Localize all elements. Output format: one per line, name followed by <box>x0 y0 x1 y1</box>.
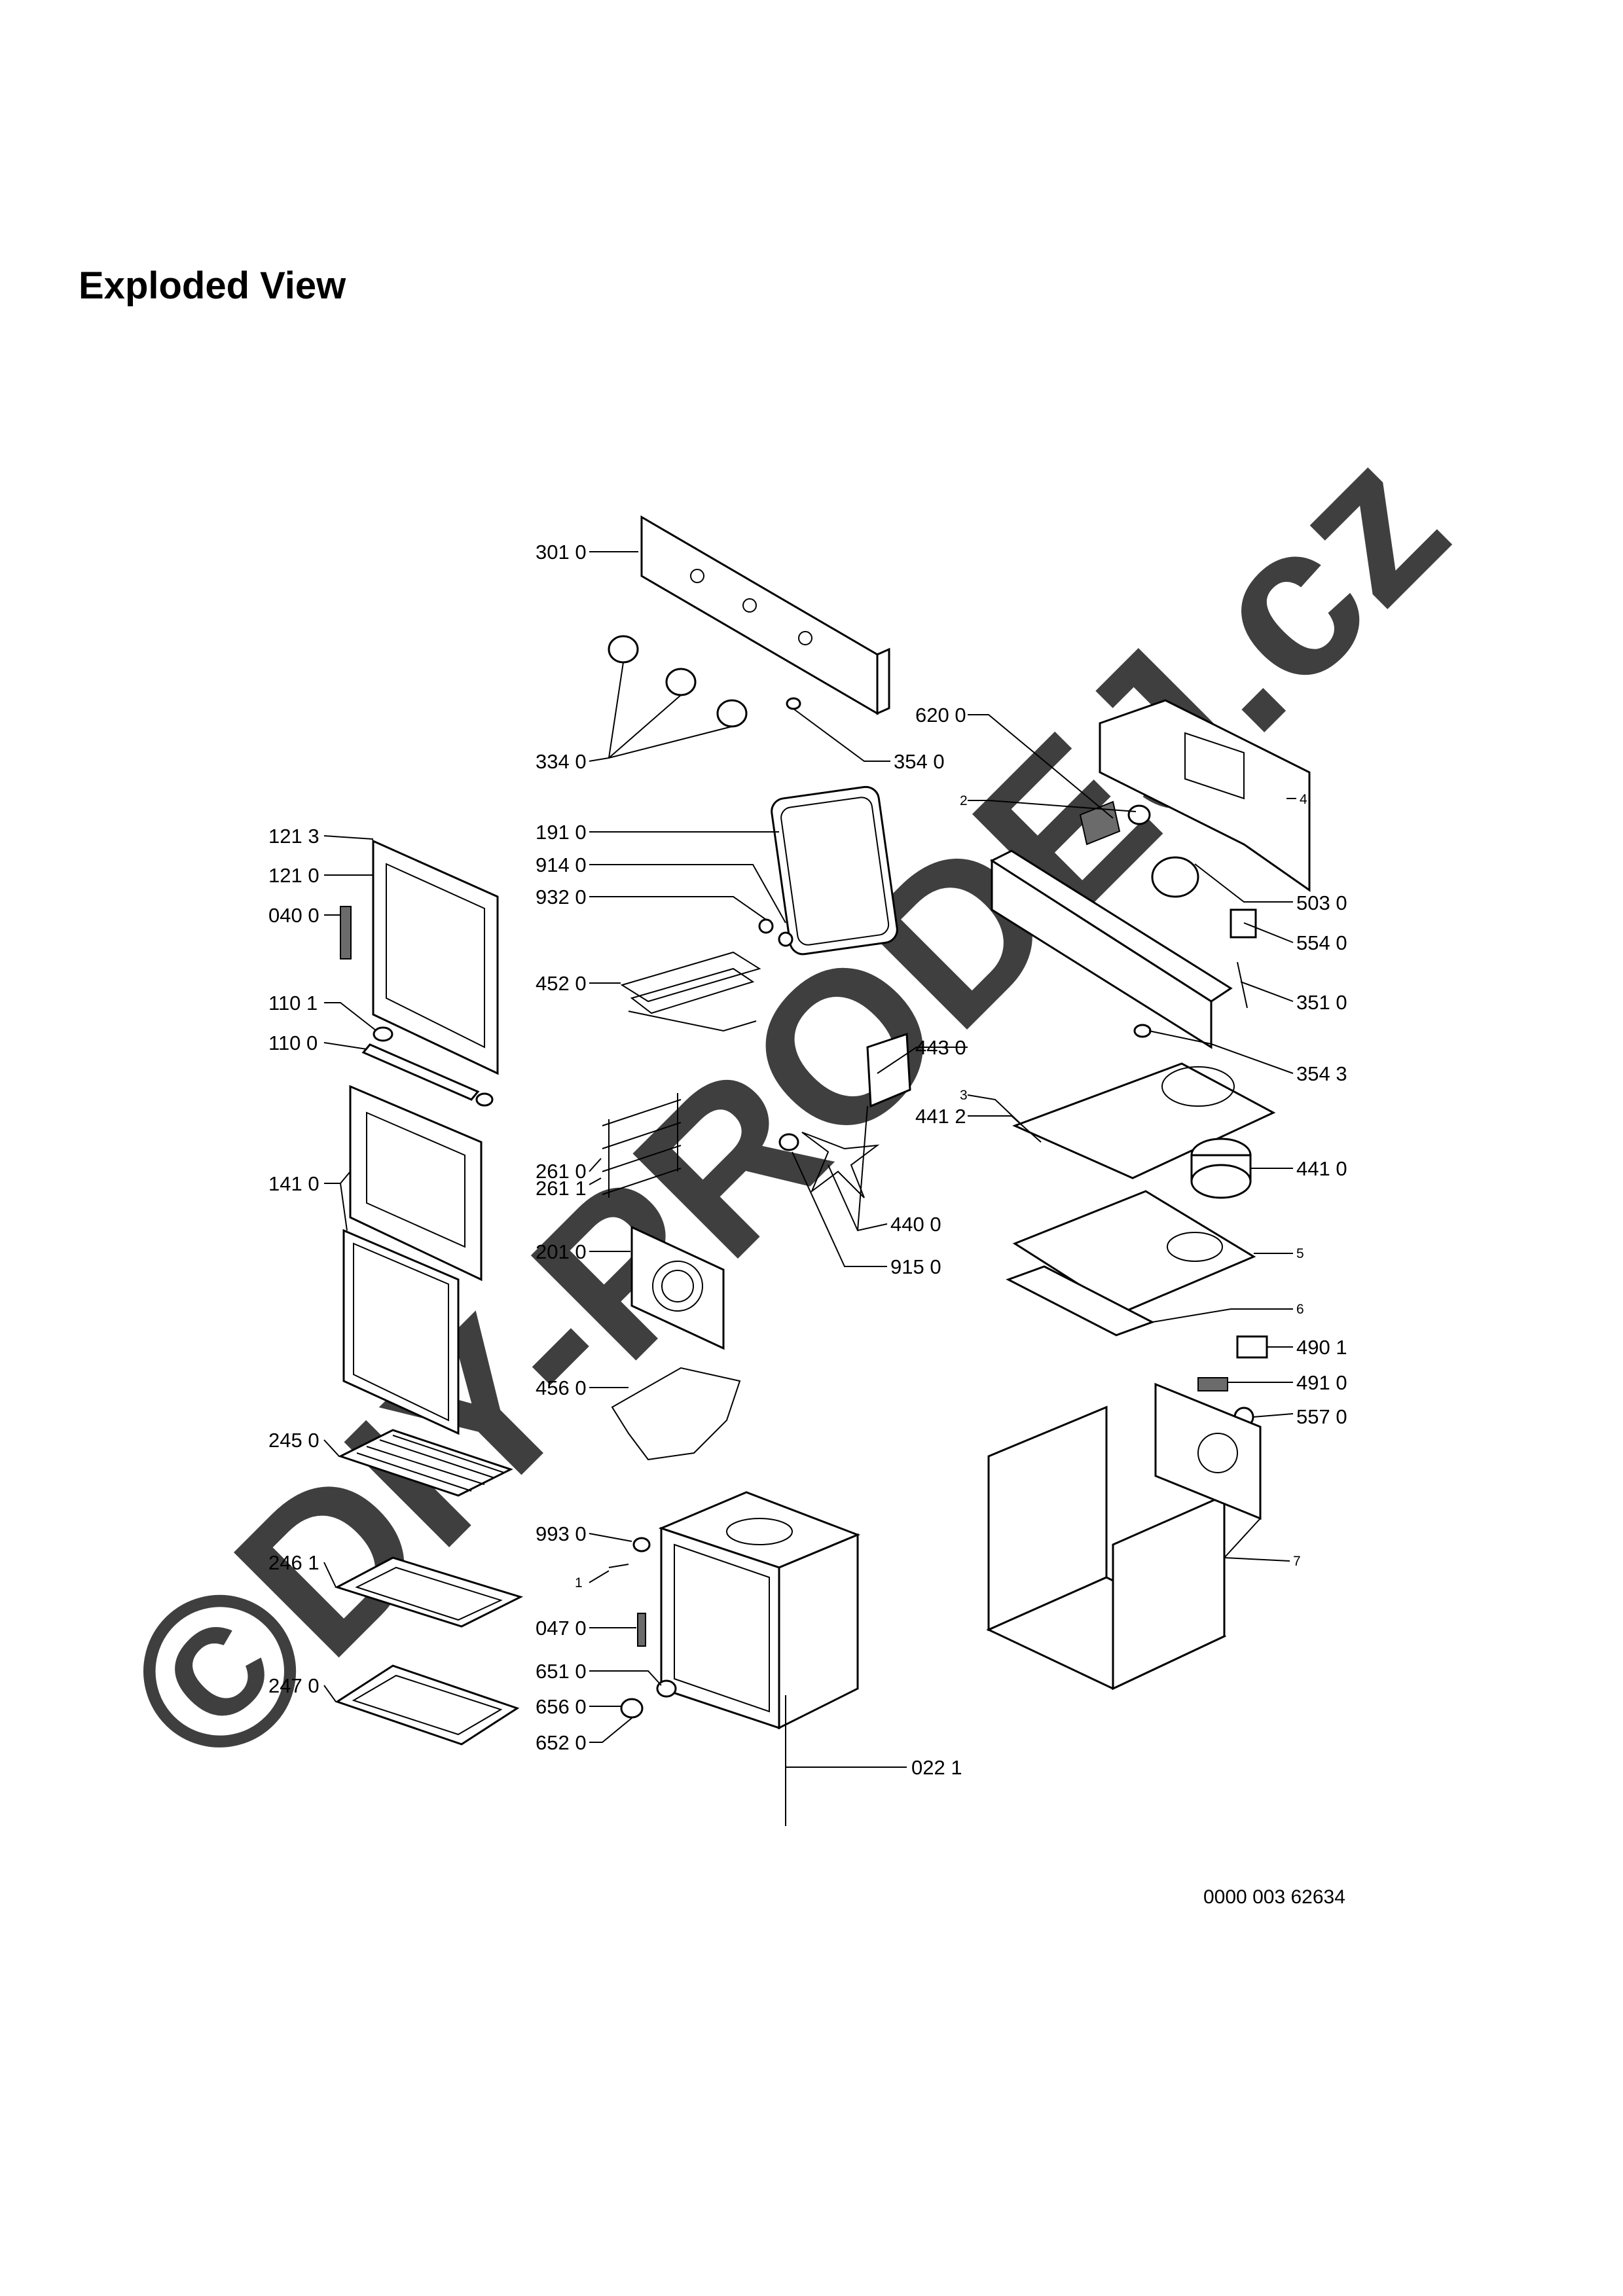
rear-frame-part <box>1099 699 1311 892</box>
part-label: 246 1 <box>268 1551 319 1574</box>
door-glass-part <box>342 1085 483 1435</box>
part-label: 110 1 <box>268 992 318 1014</box>
part-label: 110 0 <box>268 1031 318 1054</box>
wire-shelf-part <box>338 1429 513 1497</box>
bottom-heater-part <box>611 1367 741 1461</box>
part-label: 441 2 <box>915 1105 966 1128</box>
small-fittings-part <box>608 1537 677 1719</box>
part-label: 4 <box>1300 792 1307 807</box>
page-title: Exploded View <box>79 264 346 307</box>
door-gasket-part <box>771 785 898 956</box>
part-label: 121 3 <box>268 825 319 848</box>
part-label: 261 1 <box>536 1177 587 1200</box>
part-label: 354 0 <box>894 750 945 773</box>
part-label: 993 0 <box>536 1522 587 1545</box>
door-frame-part <box>340 839 499 1075</box>
part-label: 022 1 <box>911 1756 962 1779</box>
fan-motor-part <box>778 1032 911 1198</box>
part-label: 301 0 <box>536 541 587 564</box>
part-label: 201 0 <box>536 1240 587 1263</box>
baking-tray-part <box>335 1556 524 1628</box>
part-label: 191 0 <box>536 821 587 844</box>
oven-cavity-part <box>658 1491 861 1730</box>
part-label: 652 0 <box>536 1731 587 1754</box>
door-handle-part <box>361 1026 494 1107</box>
drawing-number: 0000 003 62634 <box>1203 1886 1345 1908</box>
leader-lines <box>323 551 1296 1826</box>
part-label: 334 0 <box>536 750 587 773</box>
part-label: 554 0 <box>1296 931 1347 954</box>
part-label: 651 0 <box>536 1660 587 1683</box>
outer-casing-part <box>986 1382 1262 1691</box>
part-label: 3 <box>960 1088 968 1103</box>
part-label: 443 0 <box>915 1036 966 1059</box>
part-label: 441 0 <box>1296 1157 1347 1180</box>
front-rail-part <box>989 804 1257 1049</box>
part-drawings <box>335 515 1311 1746</box>
deep-tray-part <box>335 1664 520 1746</box>
part-labels: 301 0 334 0 354 0 620 0 4 2 503 0 554 0 … <box>268 541 1347 1779</box>
part-label: 354 3 <box>1296 1062 1347 1085</box>
part-label: 351 0 <box>1296 991 1347 1014</box>
part-label: 261 0 <box>536 1160 587 1183</box>
side-racks-part <box>602 1093 682 1198</box>
part-label: 503 0 <box>1296 891 1347 914</box>
part-label: 915 0 <box>890 1255 941 1278</box>
part-label: 620 0 <box>915 704 966 726</box>
part-label: 452 0 <box>536 972 587 995</box>
part-label: 047 0 <box>536 1617 587 1640</box>
part-label: 914 0 <box>536 853 587 876</box>
fan-cover-part <box>630 1225 725 1350</box>
part-label: 491 0 <box>1296 1371 1347 1394</box>
part-label: 490 1 <box>1296 1336 1347 1359</box>
part-label: 7 <box>1293 1554 1301 1569</box>
part-label: 1 <box>575 1575 583 1590</box>
part-label: 440 0 <box>890 1213 941 1236</box>
part-label: 040 0 <box>268 904 319 927</box>
base-plates-part <box>1006 1190 1256 1336</box>
selector-switch-part <box>1079 800 1121 846</box>
control-panel-part <box>640 515 890 715</box>
part-label: 557 0 <box>1296 1405 1347 1428</box>
cover-plate-part <box>1012 1062 1276 1199</box>
part-label: 247 0 <box>268 1674 319 1697</box>
part-label: 5 <box>1296 1246 1304 1261</box>
part-label: 141 0 <box>268 1172 319 1195</box>
part-label: 456 0 <box>536 1376 587 1399</box>
part-label: 2 <box>960 793 968 808</box>
switch-parts <box>1197 1335 1268 1427</box>
part-label: 6 <box>1296 1302 1304 1317</box>
part-label: 932 0 <box>536 886 587 908</box>
part-label: 656 0 <box>536 1695 587 1718</box>
part-label: 245 0 <box>268 1429 319 1452</box>
part-label: 121 0 <box>268 864 319 887</box>
